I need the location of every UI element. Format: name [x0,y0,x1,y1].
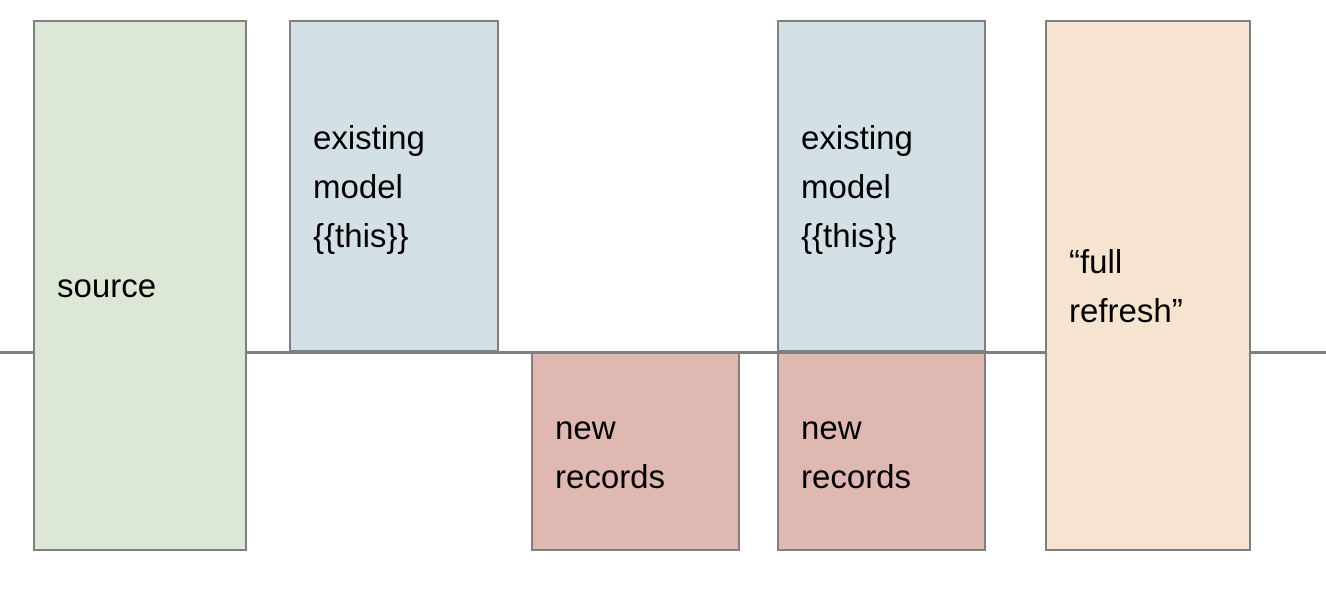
box-existing-model-1-label: existing model {{this}} [313,118,425,254]
box-new-records-2[interactable]: new records [777,352,986,551]
box-source[interactable]: source [33,20,247,551]
box-new-records-2-label: new records [801,408,912,495]
box-existing-model-2[interactable]: existing model {{this}} [777,20,986,352]
box-source-label: source [57,267,157,304]
box-new-records-1-label: new records [555,408,666,495]
box-full-refresh[interactable]: “full refresh” [1045,20,1251,551]
box-existing-model-2-label: existing model {{this}} [801,118,913,254]
box-new-records-1[interactable]: new records [531,352,740,551]
box-existing-model-1[interactable]: existing model {{this}} [289,20,499,352]
box-full-refresh-label: “full refresh” [1069,242,1183,329]
